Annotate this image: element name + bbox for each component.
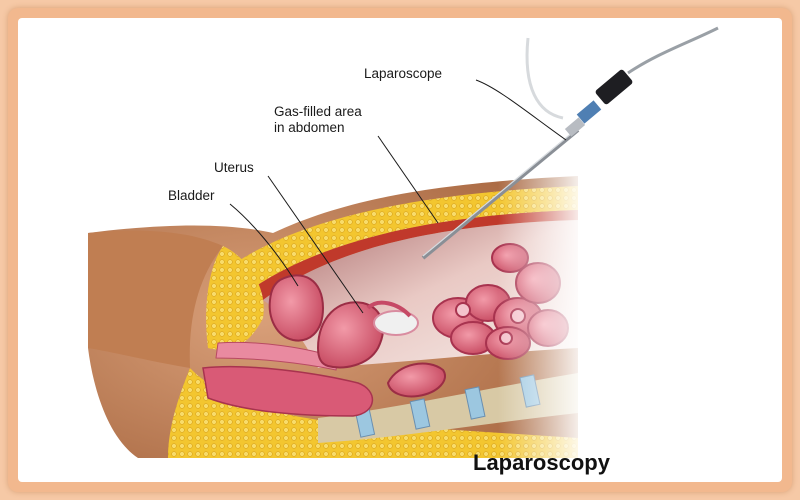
laparoscope-collar bbox=[564, 117, 586, 137]
laparoscope-shaft bbox=[421, 128, 580, 260]
bladder-organ bbox=[268, 274, 325, 342]
leader-laparoscope bbox=[475, 79, 567, 141]
label-uterus: Uterus bbox=[214, 160, 254, 175]
fat-layer-upper bbox=[228, 186, 578, 288]
laparoscope-camera bbox=[595, 69, 633, 105]
right-fade bbox=[498, 168, 588, 468]
fallopian-tube bbox=[366, 300, 412, 318]
laparoscope-highlight bbox=[422, 127, 579, 257]
sigmoid-colon bbox=[386, 362, 446, 398]
laparoscope-cable bbox=[627, 26, 719, 75]
thigh bbox=[88, 230, 223, 368]
illustration-panel: Laparoscope Gas-filled area in abdomen U… bbox=[18, 18, 782, 482]
leader-uterus bbox=[267, 175, 364, 314]
vagina bbox=[215, 341, 339, 371]
illustration-title: Laparoscopy bbox=[473, 450, 610, 475]
label-laparoscope: Laparoscope bbox=[364, 66, 443, 81]
leader-gas bbox=[377, 135, 439, 224]
fat-layer-lower bbox=[168, 368, 578, 458]
leader-lines bbox=[229, 79, 567, 314]
leader-bladder bbox=[229, 203, 299, 287]
label-bladder: Bladder bbox=[168, 188, 215, 203]
laparoscopy-illustration bbox=[88, 26, 719, 468]
label-gas-line2: in abdomen bbox=[274, 120, 345, 135]
vertebrae bbox=[354, 374, 541, 438]
laparoscope-coupler bbox=[576, 100, 602, 124]
image-frame: Laparoscope Gas-filled area in abdomen U… bbox=[8, 8, 792, 492]
rectum bbox=[202, 365, 374, 417]
fat-pelvis bbox=[206, 246, 264, 350]
ovary bbox=[373, 310, 419, 336]
uterus-organ bbox=[316, 301, 384, 369]
light-cable bbox=[525, 37, 564, 120]
label-gas-line1: Gas-filled area bbox=[274, 104, 362, 119]
